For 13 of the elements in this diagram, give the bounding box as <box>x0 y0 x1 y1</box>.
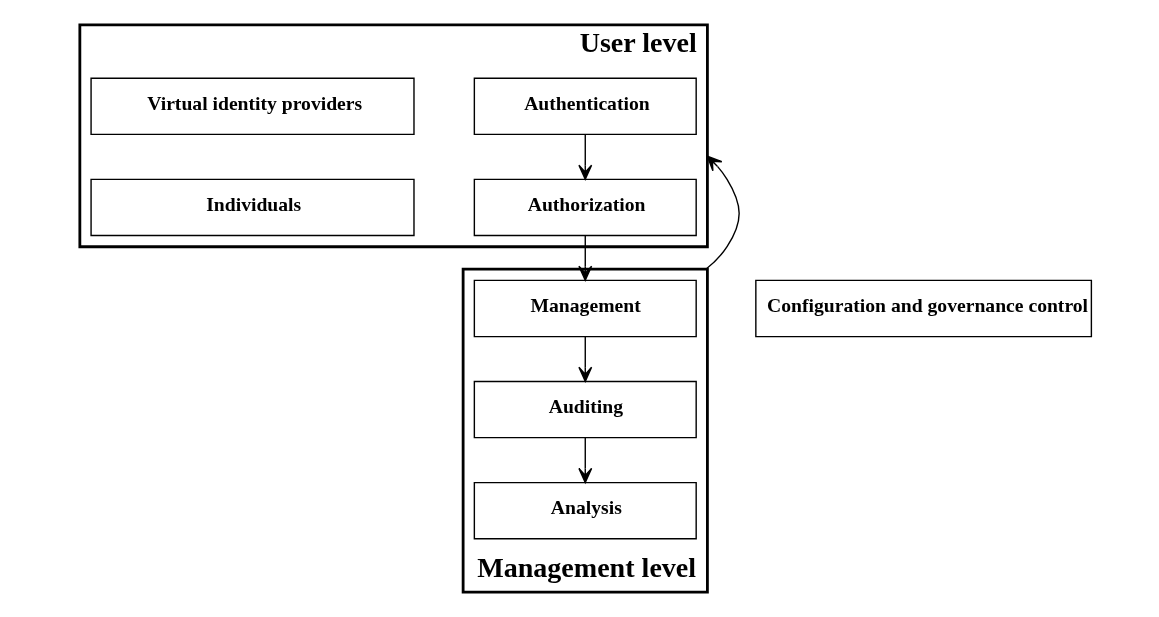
node-box: Authorization <box>473 178 697 237</box>
arrow <box>577 235 592 281</box>
arrow <box>577 133 592 180</box>
node-box: Individuals <box>89 178 415 237</box>
arrow <box>704 155 740 270</box>
node-box: Auditing <box>473 380 697 439</box>
node-box: Configuration and governance control <box>754 279 1092 338</box>
node-box: Authentication <box>473 77 697 136</box>
node-box: Virtual identity providers <box>89 77 415 136</box>
node-box: Analysis <box>473 481 697 540</box>
arrow <box>577 336 592 383</box>
arrow <box>577 437 592 484</box>
node-box: Management <box>473 279 697 338</box>
